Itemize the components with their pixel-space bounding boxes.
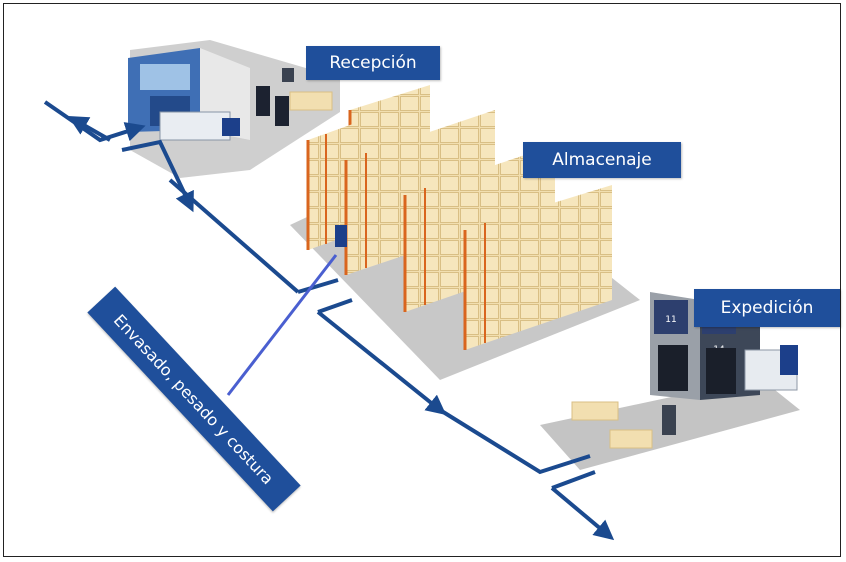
storage-area	[290, 85, 640, 380]
shipping-label: Expedición	[694, 289, 840, 327]
packaging-pointer-line	[226, 254, 338, 396]
reception-building	[128, 40, 340, 178]
flow-arrow	[550, 486, 615, 541]
storage-label: Almacenaje	[523, 142, 681, 178]
flow-line	[297, 278, 339, 294]
flow-arrow	[68, 116, 111, 142]
reception-label: Recepción	[306, 46, 440, 80]
rack	[463, 185, 612, 350]
dock-number: 11	[665, 315, 676, 325]
flow-arrow	[43, 100, 146, 143]
flow-line	[551, 470, 596, 490]
shipping-building: 11 14	[540, 292, 800, 470]
flow-arrow	[316, 310, 447, 416]
flow-line	[168, 178, 300, 294]
flow-line	[438, 408, 591, 475]
flow-lines	[43, 100, 615, 541]
flow-line	[317, 298, 353, 314]
flow-arrow	[121, 139, 194, 213]
forklift	[335, 225, 347, 247]
